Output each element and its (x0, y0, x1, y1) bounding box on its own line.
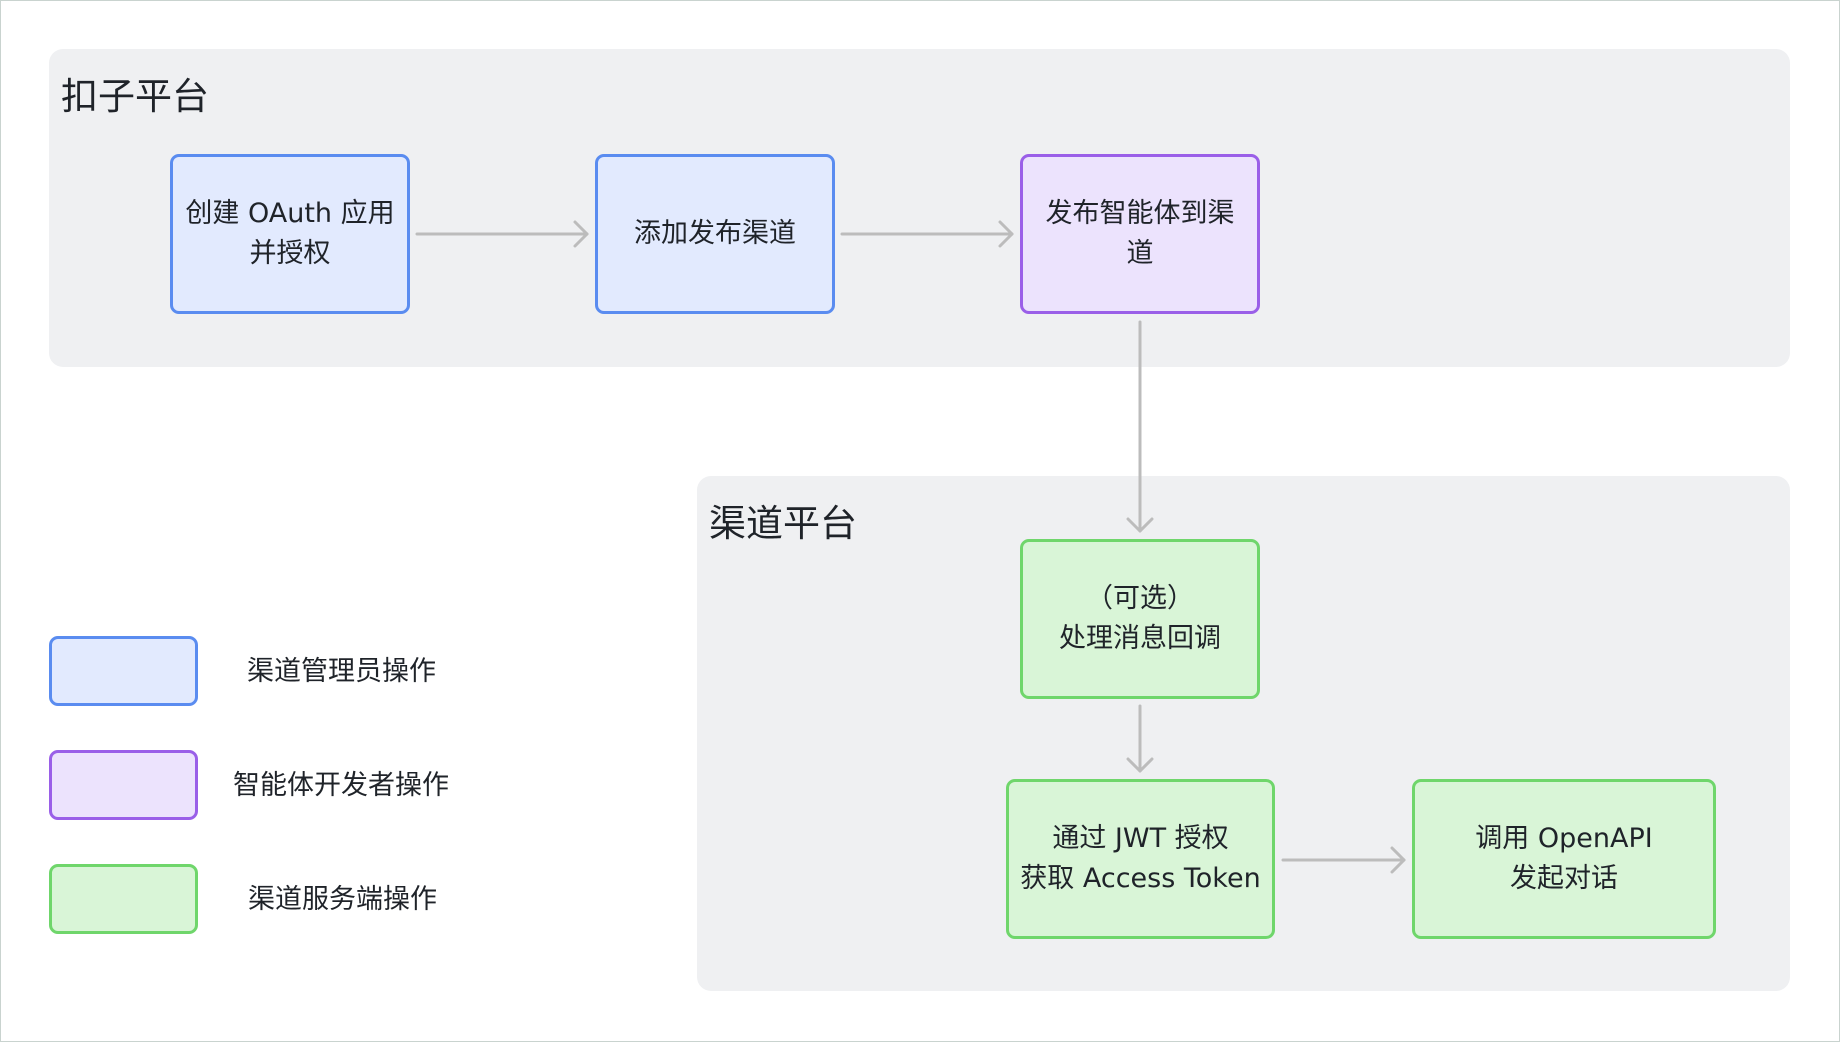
legend-swatch-dev (49, 750, 198, 820)
node-call-openapi-line2: 发起对话 (1509, 863, 1618, 894)
legend-swatch-admin (49, 636, 198, 706)
node-create-oauth-app[interactable]: 创建 OAuth 应用 并授权 (170, 154, 410, 314)
node-call-openapi[interactable]: 调用 OpenAPI 发起对话 (1412, 779, 1716, 939)
node-publish-agent-line1: 发布智能体到渠 (1045, 198, 1235, 229)
legend-swatch-server (49, 864, 198, 934)
group-coze-title: 扣子平台 (61, 75, 209, 118)
node-add-channel-label: 添加发布渠道 (634, 218, 796, 249)
legend-label-admin: 渠道管理员操作 (247, 656, 436, 687)
node-publish-agent[interactable]: 发布智能体到渠 道 (1020, 154, 1260, 314)
node-handle-callback[interactable]: （可选） 处理消息回调 (1020, 539, 1260, 699)
node-call-openapi-line1: 调用 OpenAPI (1475, 823, 1653, 854)
node-jwt-token[interactable]: 通过 JWT 授权 获取 Access Token (1006, 779, 1275, 939)
node-publish-agent-line2: 道 (1126, 238, 1154, 269)
node-handle-callback-line1: （可选） (1086, 583, 1194, 614)
node-jwt-token-line2: 获取 Access Token (1020, 863, 1261, 894)
legend-label-server: 渠道服务端操作 (248, 884, 437, 915)
node-add-channel[interactable]: 添加发布渠道 (595, 154, 835, 314)
group-channel-title: 渠道平台 (709, 502, 857, 545)
node-create-oauth-app-line2: 并授权 (249, 238, 331, 269)
node-create-oauth-app-line1: 创建 OAuth 应用 (185, 198, 395, 229)
node-handle-callback-line2: 处理消息回调 (1059, 623, 1221, 654)
node-jwt-token-line1: 通过 JWT 授权 (1052, 823, 1229, 854)
legend-label-dev: 智能体开发者操作 (233, 770, 449, 801)
